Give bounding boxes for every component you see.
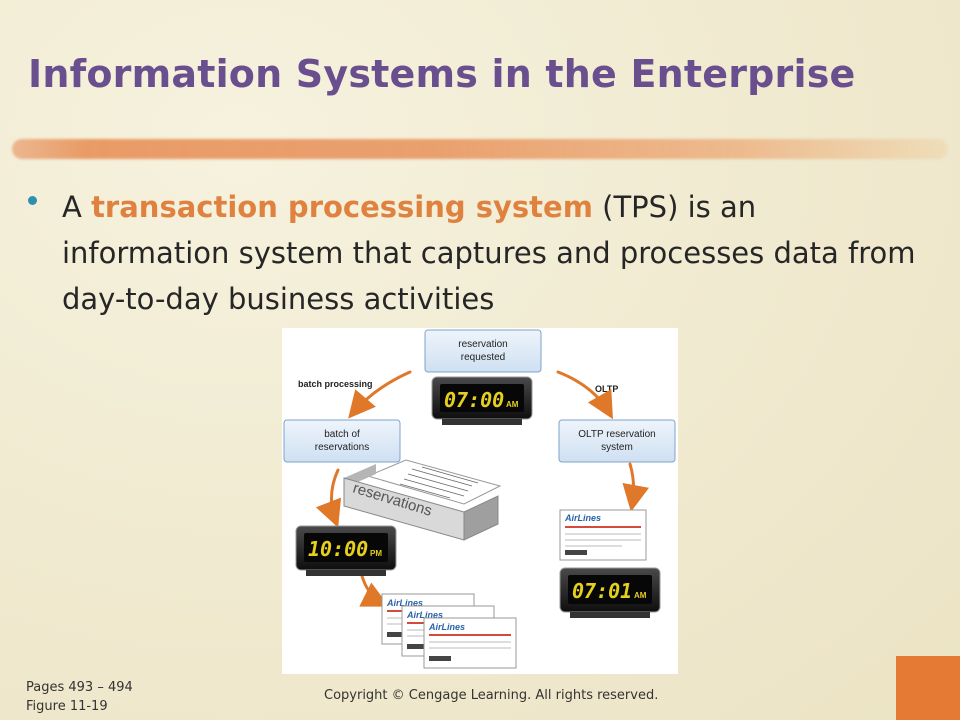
- corner-accent-block: [896, 656, 960, 720]
- box-right-line1: OLTP reservation: [578, 429, 655, 440]
- batch-processing-label: batch processing: [298, 379, 373, 389]
- figure-reference: Figure 11-19: [26, 699, 108, 714]
- key-term: transaction processing system: [91, 190, 593, 224]
- arrow-batch-down: [315, 468, 342, 528]
- batch-of-reservations-box: batch of reservations: [283, 419, 401, 463]
- ticket-right-brand: AirLines: [564, 513, 601, 523]
- reservation-requested-box: reservation requested: [424, 329, 542, 373]
- box-right-line2: system: [601, 442, 633, 453]
- clock-left: 10:00 PM: [295, 525, 397, 576]
- oltp-label: OLTP: [595, 384, 618, 394]
- ticket-stack-2-brand: AirLines: [406, 610, 443, 620]
- box-top-line1: reservation: [458, 339, 507, 350]
- clock-right-ampm: AM: [634, 591, 647, 600]
- box-left-line2: reservations: [315, 442, 369, 453]
- bullet-item: A transaction processing system (TPS) is…: [28, 184, 928, 322]
- ticket-stack-3: AirLines: [423, 617, 517, 669]
- clock-top-time: 07:00: [444, 388, 504, 412]
- clock-right-time: 07:01: [572, 579, 632, 603]
- clock-right: 07:01 AM: [559, 567, 661, 618]
- clock-top-ampm: AM: [506, 400, 519, 409]
- clock-top: 07:00 AM: [431, 376, 533, 425]
- ticket-stack-1-brand: AirLines: [386, 598, 423, 608]
- clock-left-time: 10:00: [308, 537, 368, 561]
- arrow-to-oltp: [556, 370, 613, 420]
- ticket-right: AirLines: [559, 509, 647, 561]
- bullet-text: A transaction processing system (TPS) is…: [62, 184, 928, 322]
- tps-diagram-figure: reservation requested batch of reservati…: [282, 328, 678, 674]
- clock-left-ampm: PM: [370, 549, 382, 558]
- oltp-reservation-system-box: OLTP reservation system: [558, 419, 676, 463]
- box-top-line2: requested: [461, 352, 505, 363]
- arrow-oltp-down: [622, 462, 650, 512]
- box-left-line1: batch of: [324, 429, 360, 440]
- arrow-to-tickets: [359, 574, 390, 607]
- ticket-stack-3-brand: AirLines: [428, 622, 465, 632]
- bullet-text-rest: (TPS) is an information system that capt…: [62, 190, 916, 316]
- title-underline-swash: [12, 139, 948, 159]
- bullet-text-start: A: [62, 190, 92, 224]
- bullet-dot-icon: [28, 196, 37, 205]
- page-reference: Pages 493 – 494: [26, 680, 133, 695]
- slide-title: Information Systems in the Enterprise: [28, 52, 856, 96]
- copyright-notice: Copyright © Cengage Learning. All rights…: [324, 688, 659, 703]
- arrow-to-batch: [348, 370, 412, 419]
